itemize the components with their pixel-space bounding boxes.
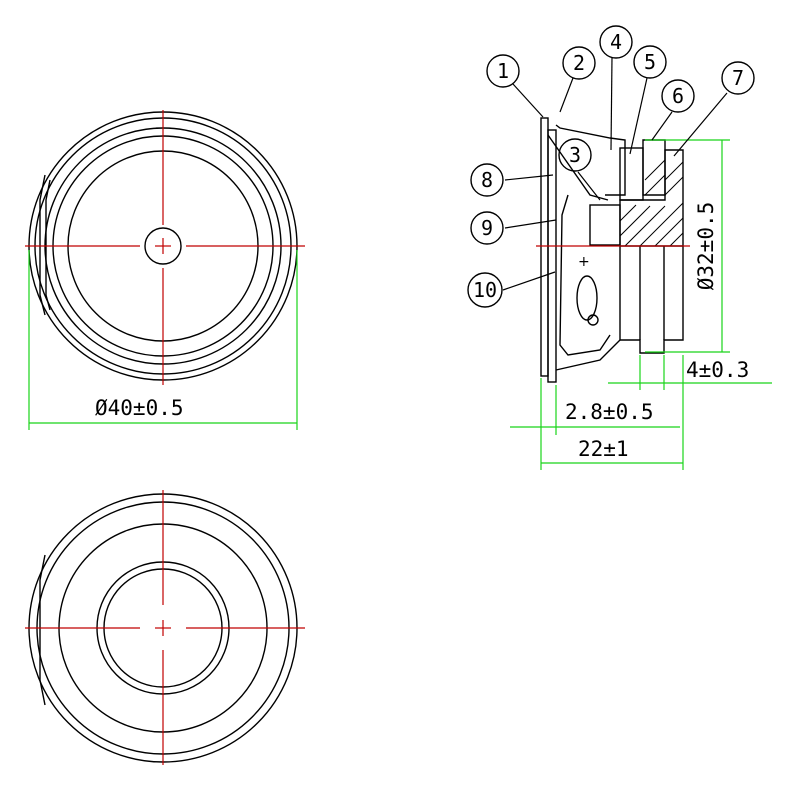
svg-text:6: 6 (672, 84, 684, 108)
side-dimensions (510, 139, 772, 470)
front-view (25, 110, 305, 385)
svg-text:8: 8 (481, 168, 493, 192)
callout-5: 5 (633, 45, 667, 79)
callout-8: 8 (470, 163, 504, 197)
magnet-diameter-label: Ø32±0.5 (694, 202, 718, 291)
svg-text:4: 4 (610, 30, 622, 54)
svg-text:9: 9 (481, 216, 493, 240)
terminal-plus-label: + (578, 254, 590, 270)
svg-text:10: 10 (473, 278, 497, 302)
svg-text:2: 2 (573, 51, 585, 75)
svg-text:5: 5 (644, 50, 656, 74)
callout-10: 10 (467, 272, 503, 308)
magnet-height-label: 4±0.3 (686, 358, 749, 382)
callout-1: 1 (486, 54, 520, 88)
callout-2: 2 (562, 46, 596, 80)
callout-3: 3 (558, 138, 592, 172)
total-depth-label: 22±1 (578, 437, 629, 461)
side-view: + (536, 117, 690, 383)
hatching (619, 159, 684, 247)
flange-offset-label: 2.8±0.5 (565, 400, 654, 424)
callout-leaders (502, 56, 728, 291)
callout-7: 7 (721, 61, 755, 95)
outer-diameter-label: Ø40±0.5 (95, 396, 184, 420)
svg-text:3: 3 (569, 143, 581, 167)
svg-text:7: 7 (732, 66, 744, 90)
callout-6: 6 (661, 79, 695, 113)
back-view (25, 490, 305, 765)
svg-text:1: 1 (497, 59, 509, 83)
callout-9: 9 (470, 211, 504, 245)
callout-4: 4 (599, 25, 633, 59)
outer-diameter-dimension (28, 250, 298, 430)
